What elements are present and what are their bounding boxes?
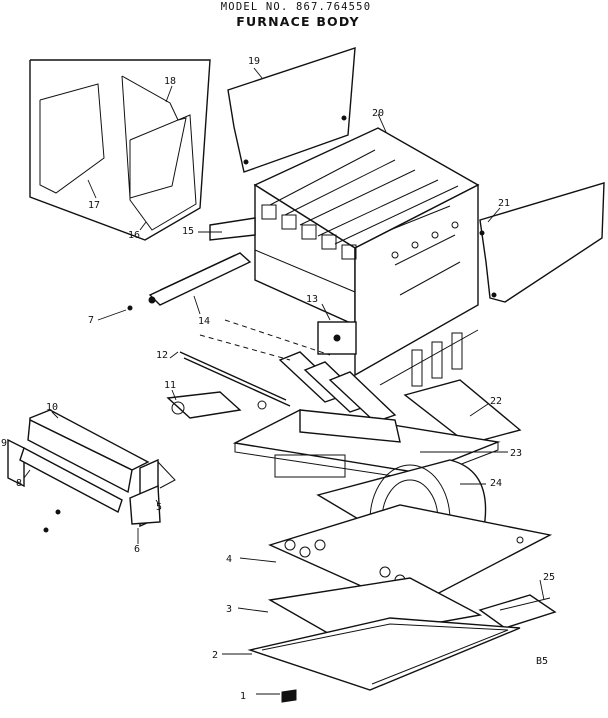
- callout-17: 17: [88, 200, 100, 211]
- callout-16: 16: [128, 230, 140, 241]
- part-21-side-panel: [479, 182, 605, 303]
- burner-assembly: [199, 319, 397, 423]
- callout-22: 22: [490, 396, 502, 407]
- callout-24: 24: [490, 478, 502, 489]
- callout-11: 11: [164, 380, 176, 391]
- part-9-8-bracket: [7, 438, 123, 514]
- part-20-furnace-cabinet: [253, 127, 480, 387]
- callout-4: 4: [226, 554, 232, 565]
- part-22-bottom-plate: [403, 379, 522, 445]
- part-12-gas-manifold: [179, 351, 291, 407]
- callout-8: 8: [16, 478, 22, 489]
- callout-3: 3: [226, 604, 232, 615]
- callout-7: 7: [88, 315, 94, 326]
- callout-19: 19: [248, 56, 260, 67]
- diagram-code: B5: [536, 656, 548, 667]
- callout-10: 10: [46, 402, 58, 413]
- callout-18: 18: [164, 76, 176, 87]
- part-16-17-18-carton: [29, 59, 211, 241]
- part-6-5-brackets: [129, 458, 176, 528]
- part-1-clip: [281, 689, 297, 703]
- part-7-screws: [43, 305, 133, 533]
- callout-25: 25: [543, 572, 555, 583]
- part-19-side-panel: [227, 47, 356, 173]
- callout-14: 14: [198, 316, 210, 327]
- callout-6: 6: [134, 544, 140, 555]
- diagram-title: FURNACE BODY: [236, 14, 360, 29]
- part-2-bottom-pan: [247, 617, 521, 691]
- callout-5: 5: [156, 502, 162, 513]
- part-10-front-shield: [27, 409, 150, 494]
- callout-23: 23: [510, 448, 522, 459]
- part-25-filter-rail: [478, 594, 557, 629]
- callout-9: 9: [1, 438, 7, 449]
- callout-12: 12: [156, 350, 168, 361]
- part-23-blower-deck: [232, 409, 501, 481]
- part-3-filter: [267, 577, 483, 641]
- callout-15: 15: [182, 226, 194, 237]
- model-number: MODEL NO. 867.764550: [220, 1, 372, 13]
- part-11-gas-valve: [166, 391, 267, 419]
- callout-20: 20: [372, 108, 384, 119]
- callout-13: 13: [306, 294, 318, 305]
- part-14-burner-rail: [148, 252, 252, 306]
- callout-labels: 1 2 3 4 5 6 7 8 9 10 11 12 13 14 15 16 1…: [1, 56, 555, 702]
- callout-2: 2: [212, 650, 218, 661]
- callout-21: 21: [498, 198, 510, 209]
- part-15-flue-baffle: [209, 217, 256, 241]
- callout-1: 1: [240, 691, 246, 702]
- callout-leaders: [23, 67, 545, 695]
